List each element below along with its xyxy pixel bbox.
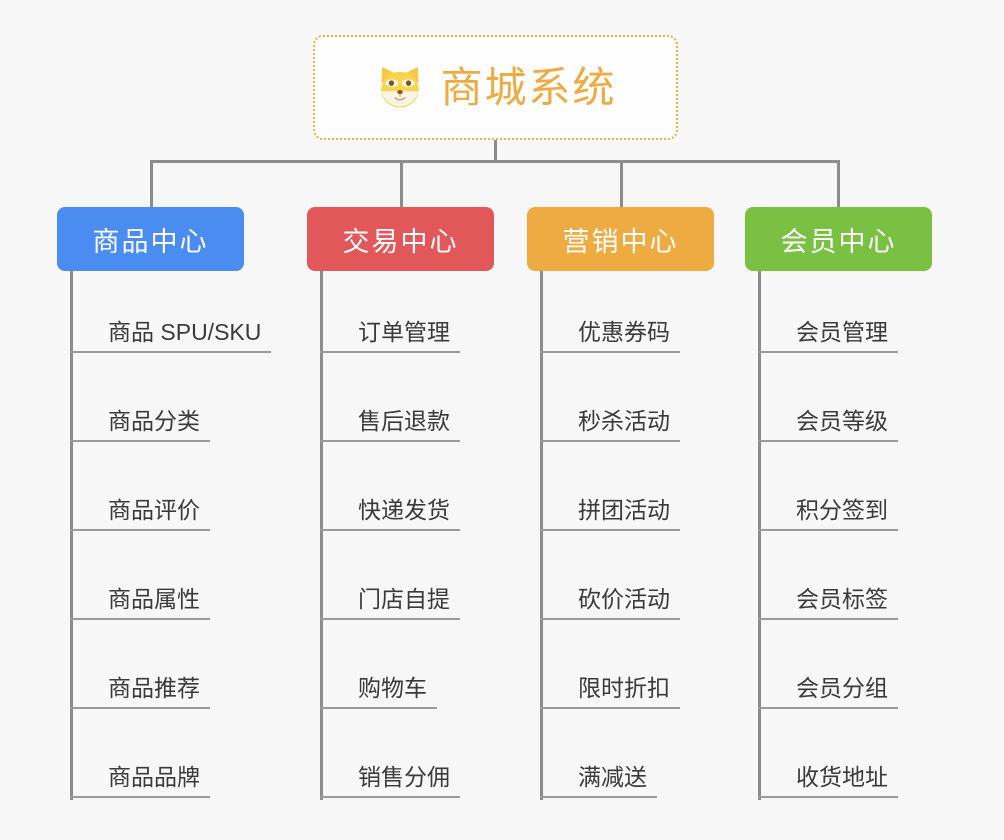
leaf-underline [70,440,210,442]
category-label: 会员中心 [780,226,897,257]
leaf-item[interactable]: 商品评价 [70,469,210,531]
leaf-label: 会员管理 [796,318,888,345]
leaf-underline [540,707,680,709]
leaf-underline [758,796,898,798]
leaf-item[interactable]: 秒杀活动 [540,380,680,442]
leaf-underline [70,707,210,709]
leaf-underline [758,440,898,442]
leaf-underline [70,618,210,620]
leaf-label: 商品评价 [108,496,200,523]
leaf-spine [70,271,73,800]
connector-drop-marketing-center [620,160,623,207]
leaf-item[interactable]: 会员标签 [758,558,898,620]
leaf-item[interactable]: 商品 SPU/SKU [70,291,272,353]
category-label: 交易中心 [342,226,459,257]
leaf-item[interactable]: 商品品牌 [70,736,210,798]
leaf-label: 销售分佣 [358,763,450,790]
leaf-item[interactable]: 积分签到 [758,469,898,531]
leaf-underline [540,529,680,531]
leaf-underline [758,529,898,531]
leaf-label: 商品推荐 [108,674,200,701]
leaf-label: 商品 SPU/SKU [108,318,262,345]
leaf-underline [758,618,898,620]
connector-drop-trade-center [400,160,403,207]
leaf-label: 满减送 [578,763,647,790]
leaf-item[interactable]: 会员等级 [758,380,898,442]
leaf-label: 优惠券码 [578,318,670,345]
leaf-item[interactable]: 商品分类 [70,380,210,442]
leaf-label: 拼团活动 [578,496,670,523]
leaf-item[interactable]: 满减送 [540,736,657,798]
leaf-item[interactable]: 收货地址 [758,736,898,798]
leaf-underline [320,707,437,709]
leaf-item[interactable]: 商品推荐 [70,647,210,709]
leaf-label: 秒杀活动 [578,407,670,434]
leaf-underline [540,440,680,442]
leaf-item[interactable]: 门店自提 [320,558,460,620]
leaf-label: 快递发货 [358,496,450,523]
leaf-underline [320,351,460,353]
leaf-item[interactable]: 商品属性 [70,558,210,620]
leaf-label: 门店自提 [358,585,450,612]
leaf-item[interactable]: 会员分组 [758,647,898,709]
leaf-label: 会员标签 [796,585,888,612]
leaf-item[interactable]: 限时折扣 [540,647,680,709]
leaf-underline [320,529,460,531]
connector-drop-member-center [837,160,840,207]
leaf-spine [758,271,761,800]
leaf-item[interactable]: 优惠券码 [540,291,680,353]
leaf-underline [540,351,680,353]
leaf-underline [540,618,680,620]
leaf-label: 商品分类 [108,407,200,434]
leaf-underline [70,529,210,531]
root-node-mall-system[interactable]: 商城系统 [313,35,678,140]
root-title: 商城系统 [440,63,617,111]
leaf-item[interactable]: 订单管理 [320,291,460,353]
leaf-underline [758,351,898,353]
category-box-product-center[interactable]: 商品中心 [57,207,244,271]
leaf-underline [70,796,210,798]
category-box-marketing-center[interactable]: 营销中心 [527,207,714,271]
connector-horizontal-bus [150,160,840,163]
connector-drop-product-center [150,160,153,207]
category-label: 商品中心 [92,226,209,257]
leaf-label: 会员等级 [796,407,888,434]
category-label: 营销中心 [562,226,679,257]
leaf-underline [540,796,657,798]
connector-root-stem [494,140,497,162]
leaf-item[interactable]: 砍价活动 [540,558,680,620]
category-box-trade-center[interactable]: 交易中心 [307,207,494,271]
leaf-spine [540,271,543,800]
leaf-item[interactable]: 快递发货 [320,469,460,531]
shiba-dog-face-icon [381,66,420,107]
leaf-underline [320,618,460,620]
leaf-underline [320,440,460,442]
leaf-label: 商品属性 [108,585,200,612]
leaf-label: 会员分组 [796,674,888,701]
leaf-item[interactable]: 购物车 [320,647,437,709]
leaf-label: 售后退款 [358,407,450,434]
leaf-underline [758,707,898,709]
leaf-spine [320,271,323,800]
leaf-label: 积分签到 [796,496,888,523]
leaf-label: 收货地址 [796,763,888,790]
leaf-label: 订单管理 [358,318,450,345]
leaf-label: 限时折扣 [578,674,670,701]
leaf-underline [320,796,460,798]
category-box-member-center[interactable]: 会员中心 [745,207,932,271]
leaf-item[interactable]: 拼团活动 [540,469,680,531]
leaf-item[interactable]: 售后退款 [320,380,460,442]
leaf-item[interactable]: 会员管理 [758,291,898,353]
leaf-item[interactable]: 销售分佣 [320,736,460,798]
leaf-label: 商品品牌 [108,763,200,790]
leaf-label: 砍价活动 [578,585,670,612]
leaf-label: 购物车 [358,674,427,701]
leaf-underline [70,351,272,353]
